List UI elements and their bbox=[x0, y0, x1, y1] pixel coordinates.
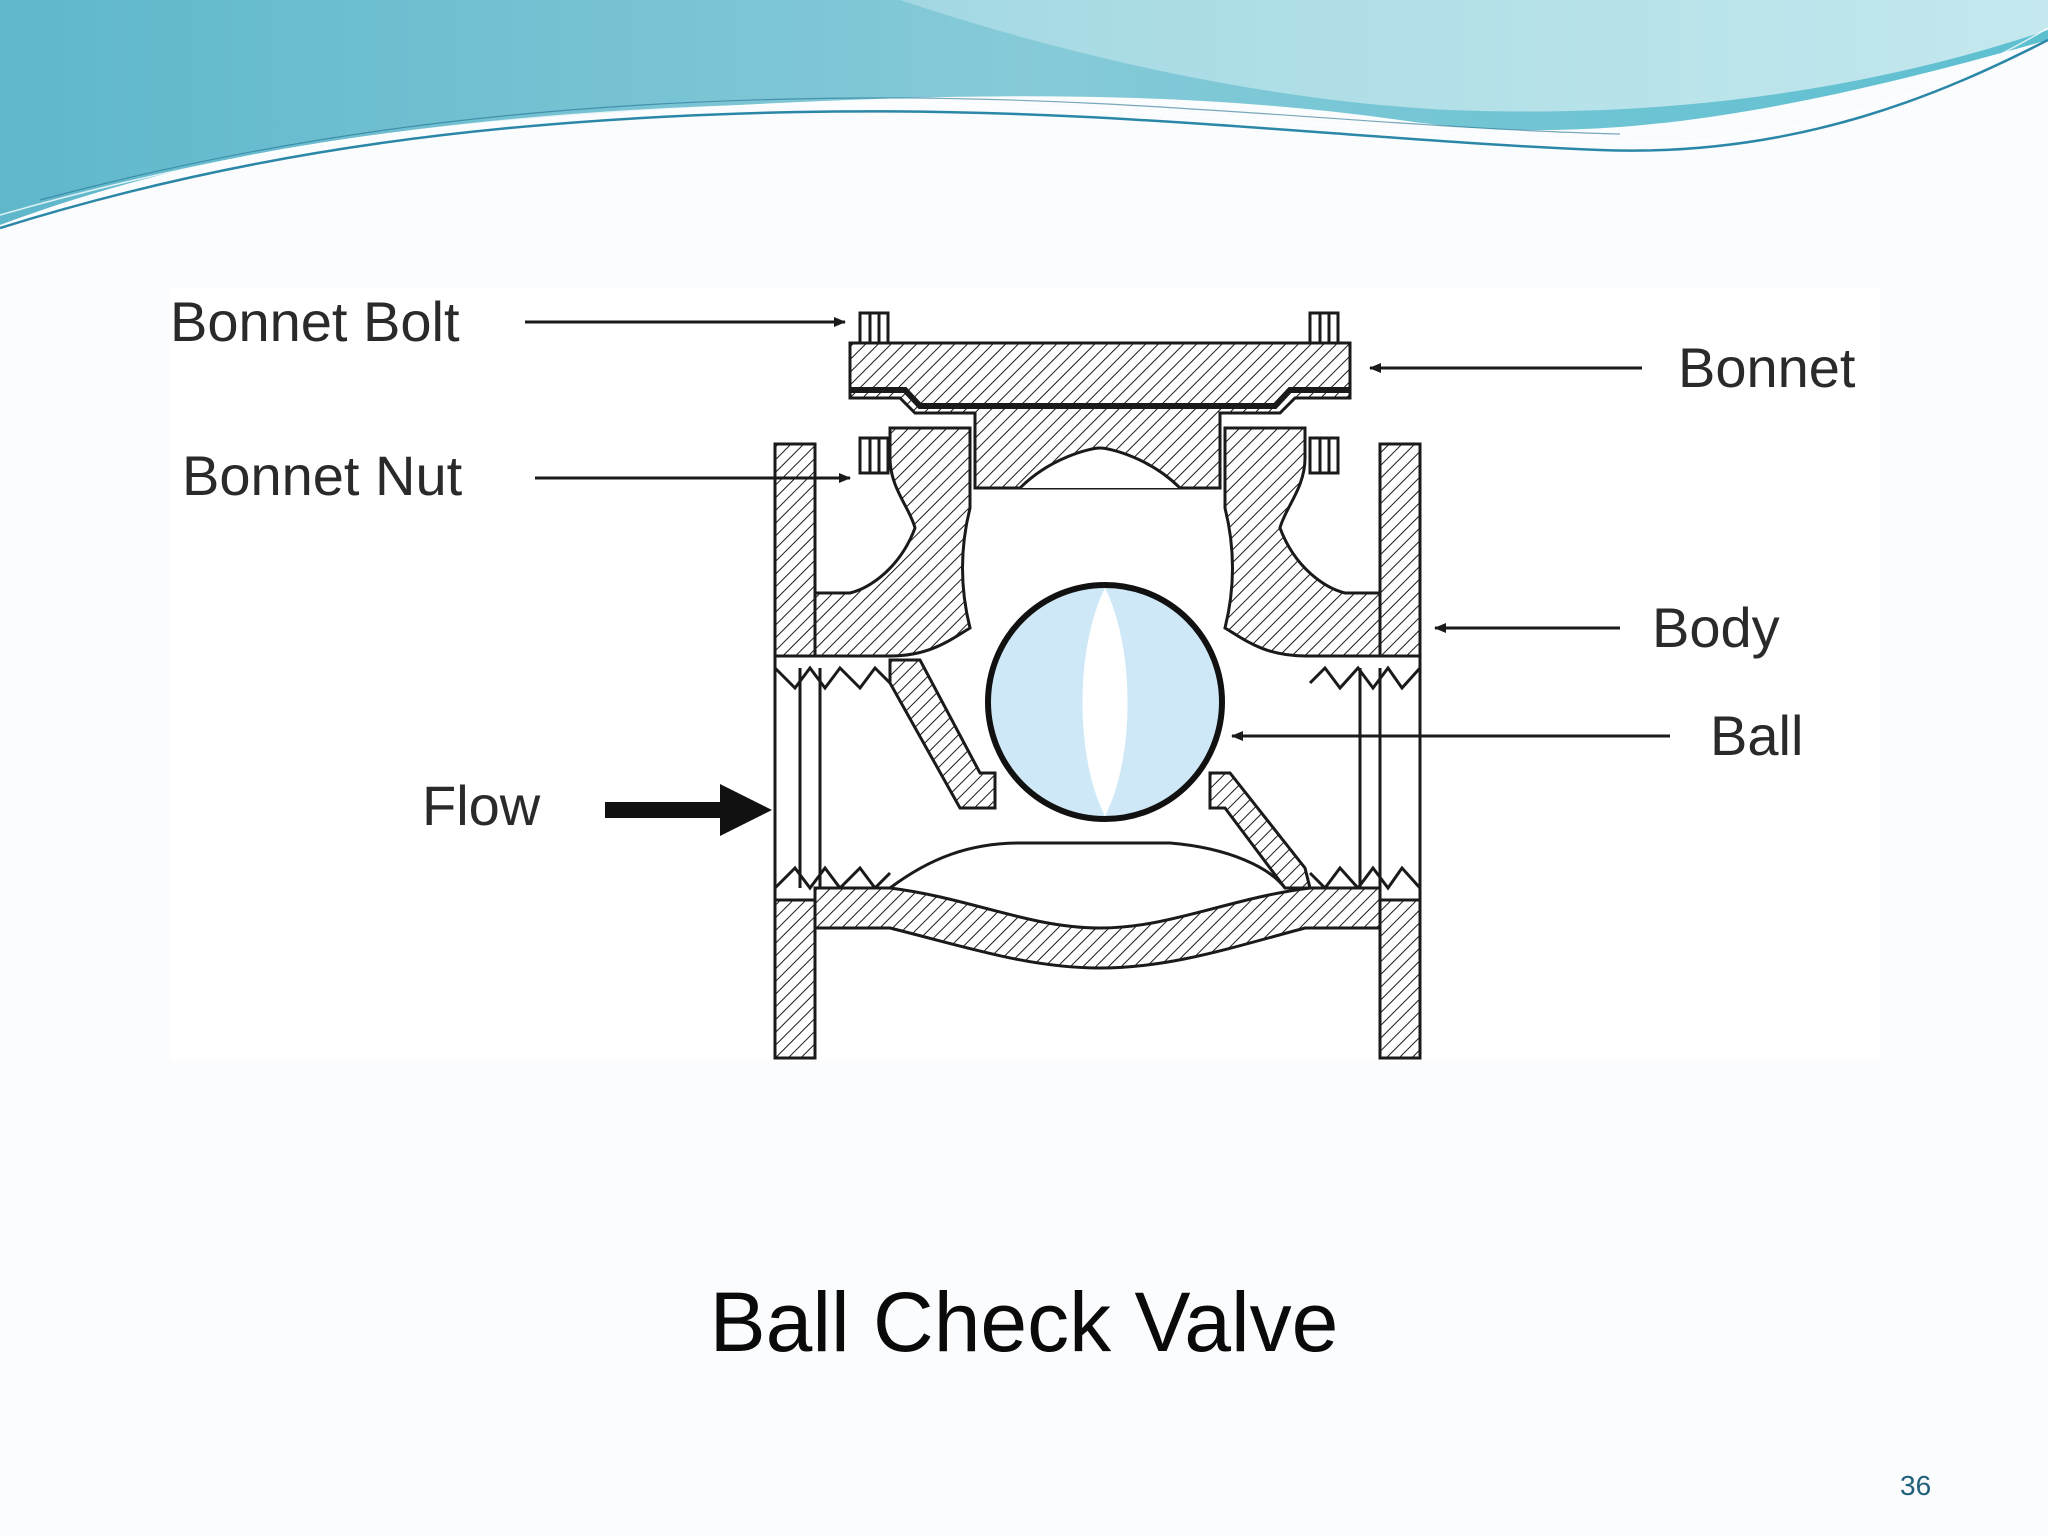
header-wave-decoration bbox=[0, 0, 2048, 230]
flow-arrow bbox=[605, 784, 772, 836]
diagram-panel: Bonnet Bolt Bonnet Nut Flow Bonnet Body … bbox=[170, 288, 1880, 1060]
ball bbox=[985, 582, 1225, 822]
label-ball: Ball bbox=[1710, 704, 1804, 767]
right-bore bbox=[1308, 656, 1422, 900]
bonnet-bolts bbox=[858, 311, 1340, 345]
bonnet-gasket bbox=[850, 387, 1350, 409]
left-bore bbox=[773, 656, 892, 900]
right-seat-wall bbox=[1208, 771, 1312, 890]
bonnet-dome bbox=[975, 446, 1220, 490]
right-flange bbox=[1378, 442, 1422, 1060]
slide-title: Ball Check Valve bbox=[709, 1275, 1339, 1369]
label-bonnet-bolt: Bonnet Bolt bbox=[170, 290, 460, 353]
body-bottom bbox=[813, 886, 1382, 970]
inner-passage bbox=[889, 841, 1287, 890]
body-upper-left bbox=[813, 426, 972, 658]
left-flange bbox=[773, 442, 817, 1060]
label-flow: Flow bbox=[422, 774, 541, 837]
label-bonnet: Bonnet bbox=[1678, 336, 1856, 399]
label-body: Body bbox=[1652, 596, 1780, 659]
label-bonnet-nut: Bonnet Nut bbox=[182, 444, 463, 507]
body-upper-right bbox=[1223, 426, 1382, 658]
left-seat-wall bbox=[888, 658, 997, 810]
page-number: 36 bbox=[1900, 1470, 1932, 1501]
bonnet-nuts bbox=[858, 436, 1340, 475]
callout-lines bbox=[525, 317, 1670, 741]
ball-check-valve-diagram bbox=[525, 311, 1670, 1060]
